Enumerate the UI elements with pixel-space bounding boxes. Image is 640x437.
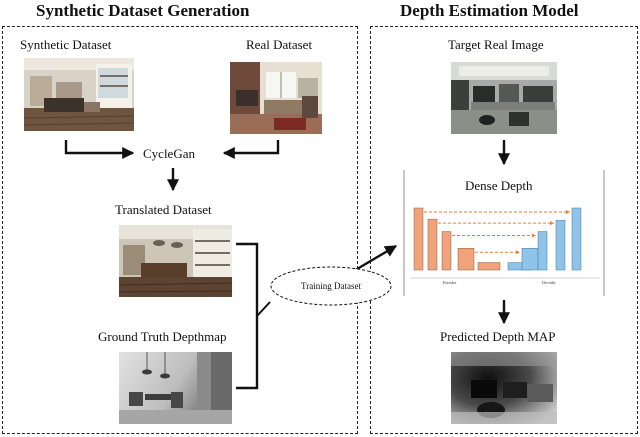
synthetic-dataset-image bbox=[24, 58, 134, 131]
decoder-bar bbox=[537, 231, 548, 271]
encoder-bar bbox=[477, 262, 501, 271]
cyclegan-label: CycleGan bbox=[143, 146, 195, 161]
training-dataset-ellipse bbox=[270, 266, 392, 306]
encoder-bar bbox=[457, 248, 475, 271]
encoder-bar bbox=[427, 218, 438, 271]
skip-connection-arrowhead bbox=[566, 210, 570, 214]
target-real-image-label: Target Real Image bbox=[448, 37, 544, 52]
decoder-bar bbox=[571, 207, 582, 271]
synthetic-to-cyclegan-arrow bbox=[64, 140, 135, 159]
encoder-label: Encoder bbox=[443, 280, 457, 285]
predicted-depth-map-image bbox=[451, 352, 557, 424]
skip-connection-arrowhead bbox=[516, 250, 520, 255]
encoder-bar bbox=[441, 231, 452, 271]
left-panel-border bbox=[2, 26, 358, 434]
predicted-depth-label: Predicted Depth MAP bbox=[440, 329, 556, 344]
target-real-image bbox=[451, 62, 557, 134]
ground-truth-label: Ground Truth Depthmap bbox=[98, 329, 227, 344]
skip-connection-arrowhead bbox=[532, 233, 536, 238]
encoder-bar bbox=[413, 207, 424, 271]
translated-dataset-image bbox=[119, 225, 232, 297]
real-dataset-label: Real Dataset bbox=[246, 37, 313, 52]
decoder-bar bbox=[521, 248, 539, 271]
translated-dataset-label: Translated Dataset bbox=[115, 202, 212, 217]
decoder-label: Decoder bbox=[542, 280, 556, 285]
training-to-model-arrow bbox=[351, 244, 398, 274]
real-dataset-image bbox=[230, 62, 322, 134]
dense-depth-bars bbox=[413, 207, 582, 271]
dense-depth-title: Dense Depth bbox=[465, 178, 533, 193]
training-dataset-label: Training Dataset bbox=[301, 281, 361, 291]
decoder-bar bbox=[555, 220, 566, 271]
right-panel-border bbox=[370, 26, 638, 434]
synthetic-dataset-label: Synthetic Dataset bbox=[20, 37, 112, 52]
left-panel-title: Synthetic Dataset Generation bbox=[36, 1, 250, 20]
training-bracket bbox=[236, 242, 259, 390]
bracket-to-training-line bbox=[256, 301, 271, 317]
right-panel-title: Depth Estimation Model bbox=[400, 1, 579, 20]
ground-truth-depthmap-image bbox=[119, 352, 232, 424]
skip-connection-arrowhead bbox=[550, 221, 554, 226]
real-to-cyclegan-arrow bbox=[222, 140, 280, 159]
